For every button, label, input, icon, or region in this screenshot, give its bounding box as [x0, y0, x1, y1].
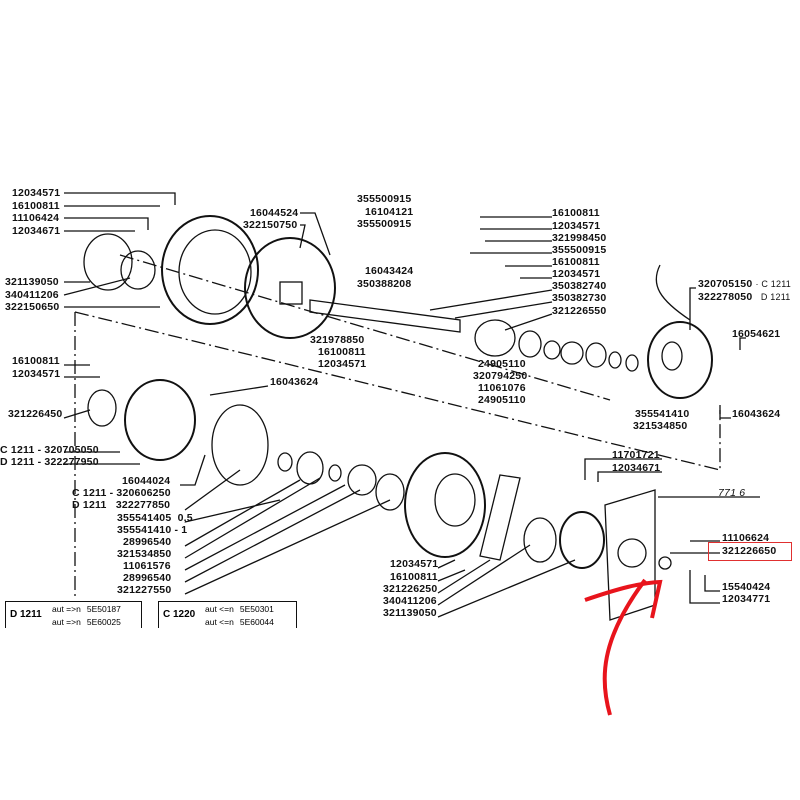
part-label: 12034671 — [612, 462, 661, 474]
part-label: 11106624 — [722, 532, 770, 544]
model-label: C 1220 — [163, 609, 196, 620]
part-label: 355500915 — [357, 193, 412, 205]
part-label: 16043624 — [270, 376, 319, 388]
part-label: 321998450 — [552, 232, 607, 244]
part-label: 11106424 — [12, 212, 60, 224]
part-label: 340411206 — [5, 289, 59, 301]
part-label: 16104121 — [365, 206, 414, 218]
part-label: 355500915 — [552, 244, 607, 256]
part-label: 321226450 — [8, 408, 63, 420]
hub-part — [83, 233, 133, 291]
part-label: 28996540 — [123, 536, 172, 548]
part-label: 355541410 — [635, 408, 690, 420]
part-label: 16054621 — [732, 328, 781, 340]
part-label: 12034571 — [552, 268, 601, 280]
part-label: 16100811 — [12, 200, 60, 212]
part-label: 350382740 — [552, 280, 607, 292]
serial-box-c1220: C 1220 aut <=n 5E50301 aut <=n 5E60044 — [158, 601, 297, 628]
serial-rule: aut <=n — [205, 617, 234, 627]
part-label: 24905110 — [478, 394, 526, 406]
part-label: 12034671 — [12, 225, 61, 237]
part-label: 322150650 — [5, 301, 60, 313]
part-label: 12034571 — [12, 187, 61, 199]
part-label: 12034571 — [12, 368, 61, 380]
serial-rule: aut =>n — [52, 604, 81, 614]
part-label: 350388208 — [357, 278, 412, 290]
part-label: 321139050 — [5, 276, 59, 288]
part-label: 350382730 — [552, 292, 607, 304]
part-label: 12034771 — [722, 593, 771, 605]
serial-number: 5E50301 — [239, 604, 274, 614]
part-label: D 1211 - 322277950 — [0, 456, 99, 468]
serial-box-d1211: D 1211 aut =>n 5E50187 aut =>n 5E60025 — [5, 601, 142, 628]
part-label: 321534850 — [117, 548, 172, 560]
part-label: 16044024 — [122, 475, 171, 487]
part-label: 321226550 — [552, 305, 607, 317]
part-label: 340411206 — [383, 595, 437, 607]
part-label: 321139050 — [383, 607, 437, 619]
part-label: 322278050 D 1211 — [698, 291, 791, 303]
model-label: D 1211 — [10, 609, 42, 620]
part-label: 16100811 — [318, 346, 366, 358]
serial-rule: aut <=n — [205, 604, 234, 614]
part-label: 321227550 — [117, 584, 172, 596]
part-label: 11701721 — [612, 449, 660, 461]
figure-code: 771 6 — [718, 487, 746, 499]
highlight-box — [708, 542, 792, 561]
highlighted-part-label: 321226650 — [722, 545, 777, 557]
part-label: 16100811 — [552, 207, 600, 219]
part-label: 355500915 — [357, 218, 412, 230]
part-label: 16100811 — [552, 256, 600, 268]
part-label: 320705150 · C 1211 — [698, 278, 791, 290]
serial-number: 5E60025 — [86, 617, 121, 627]
part-label: 355541410 - 1 — [117, 524, 188, 536]
part-label: 320794250 — [473, 370, 528, 382]
part-label: 16100811 — [390, 571, 438, 583]
part-label: 321534850 — [633, 420, 688, 432]
part-label: 16043424 — [365, 265, 414, 277]
part-label: C 1211 - 320606250 — [72, 487, 171, 499]
serial-number: 5E60044 — [239, 617, 274, 627]
part-label: 28996540 — [123, 572, 172, 584]
part-label: 16043624 — [732, 408, 781, 420]
part-label: 11061076 — [478, 382, 526, 394]
part-label: 16100811 — [12, 355, 60, 367]
part-label: 12034571 — [390, 558, 439, 570]
part-label: 24905110 — [478, 358, 526, 370]
part-label: 321226250 — [383, 583, 438, 595]
serial-number: 5E50187 — [86, 604, 121, 614]
part-label: 15540424 — [722, 581, 771, 593]
part-label: 11061576 — [123, 560, 171, 572]
part-label: C 1211 - 320705050 — [0, 444, 99, 456]
serial-rule: aut =>n — [52, 617, 81, 627]
part-label: 321978850 — [310, 334, 365, 346]
part-label: 12034571 — [318, 358, 367, 370]
part-label: D 1211 322277850 — [72, 499, 171, 511]
part-label: 12034571 — [552, 220, 601, 232]
part-label: 16044524 — [250, 207, 299, 219]
part-label: 322150750 — [243, 219, 298, 231]
part-label: 355541405 0,5 — [117, 512, 193, 524]
